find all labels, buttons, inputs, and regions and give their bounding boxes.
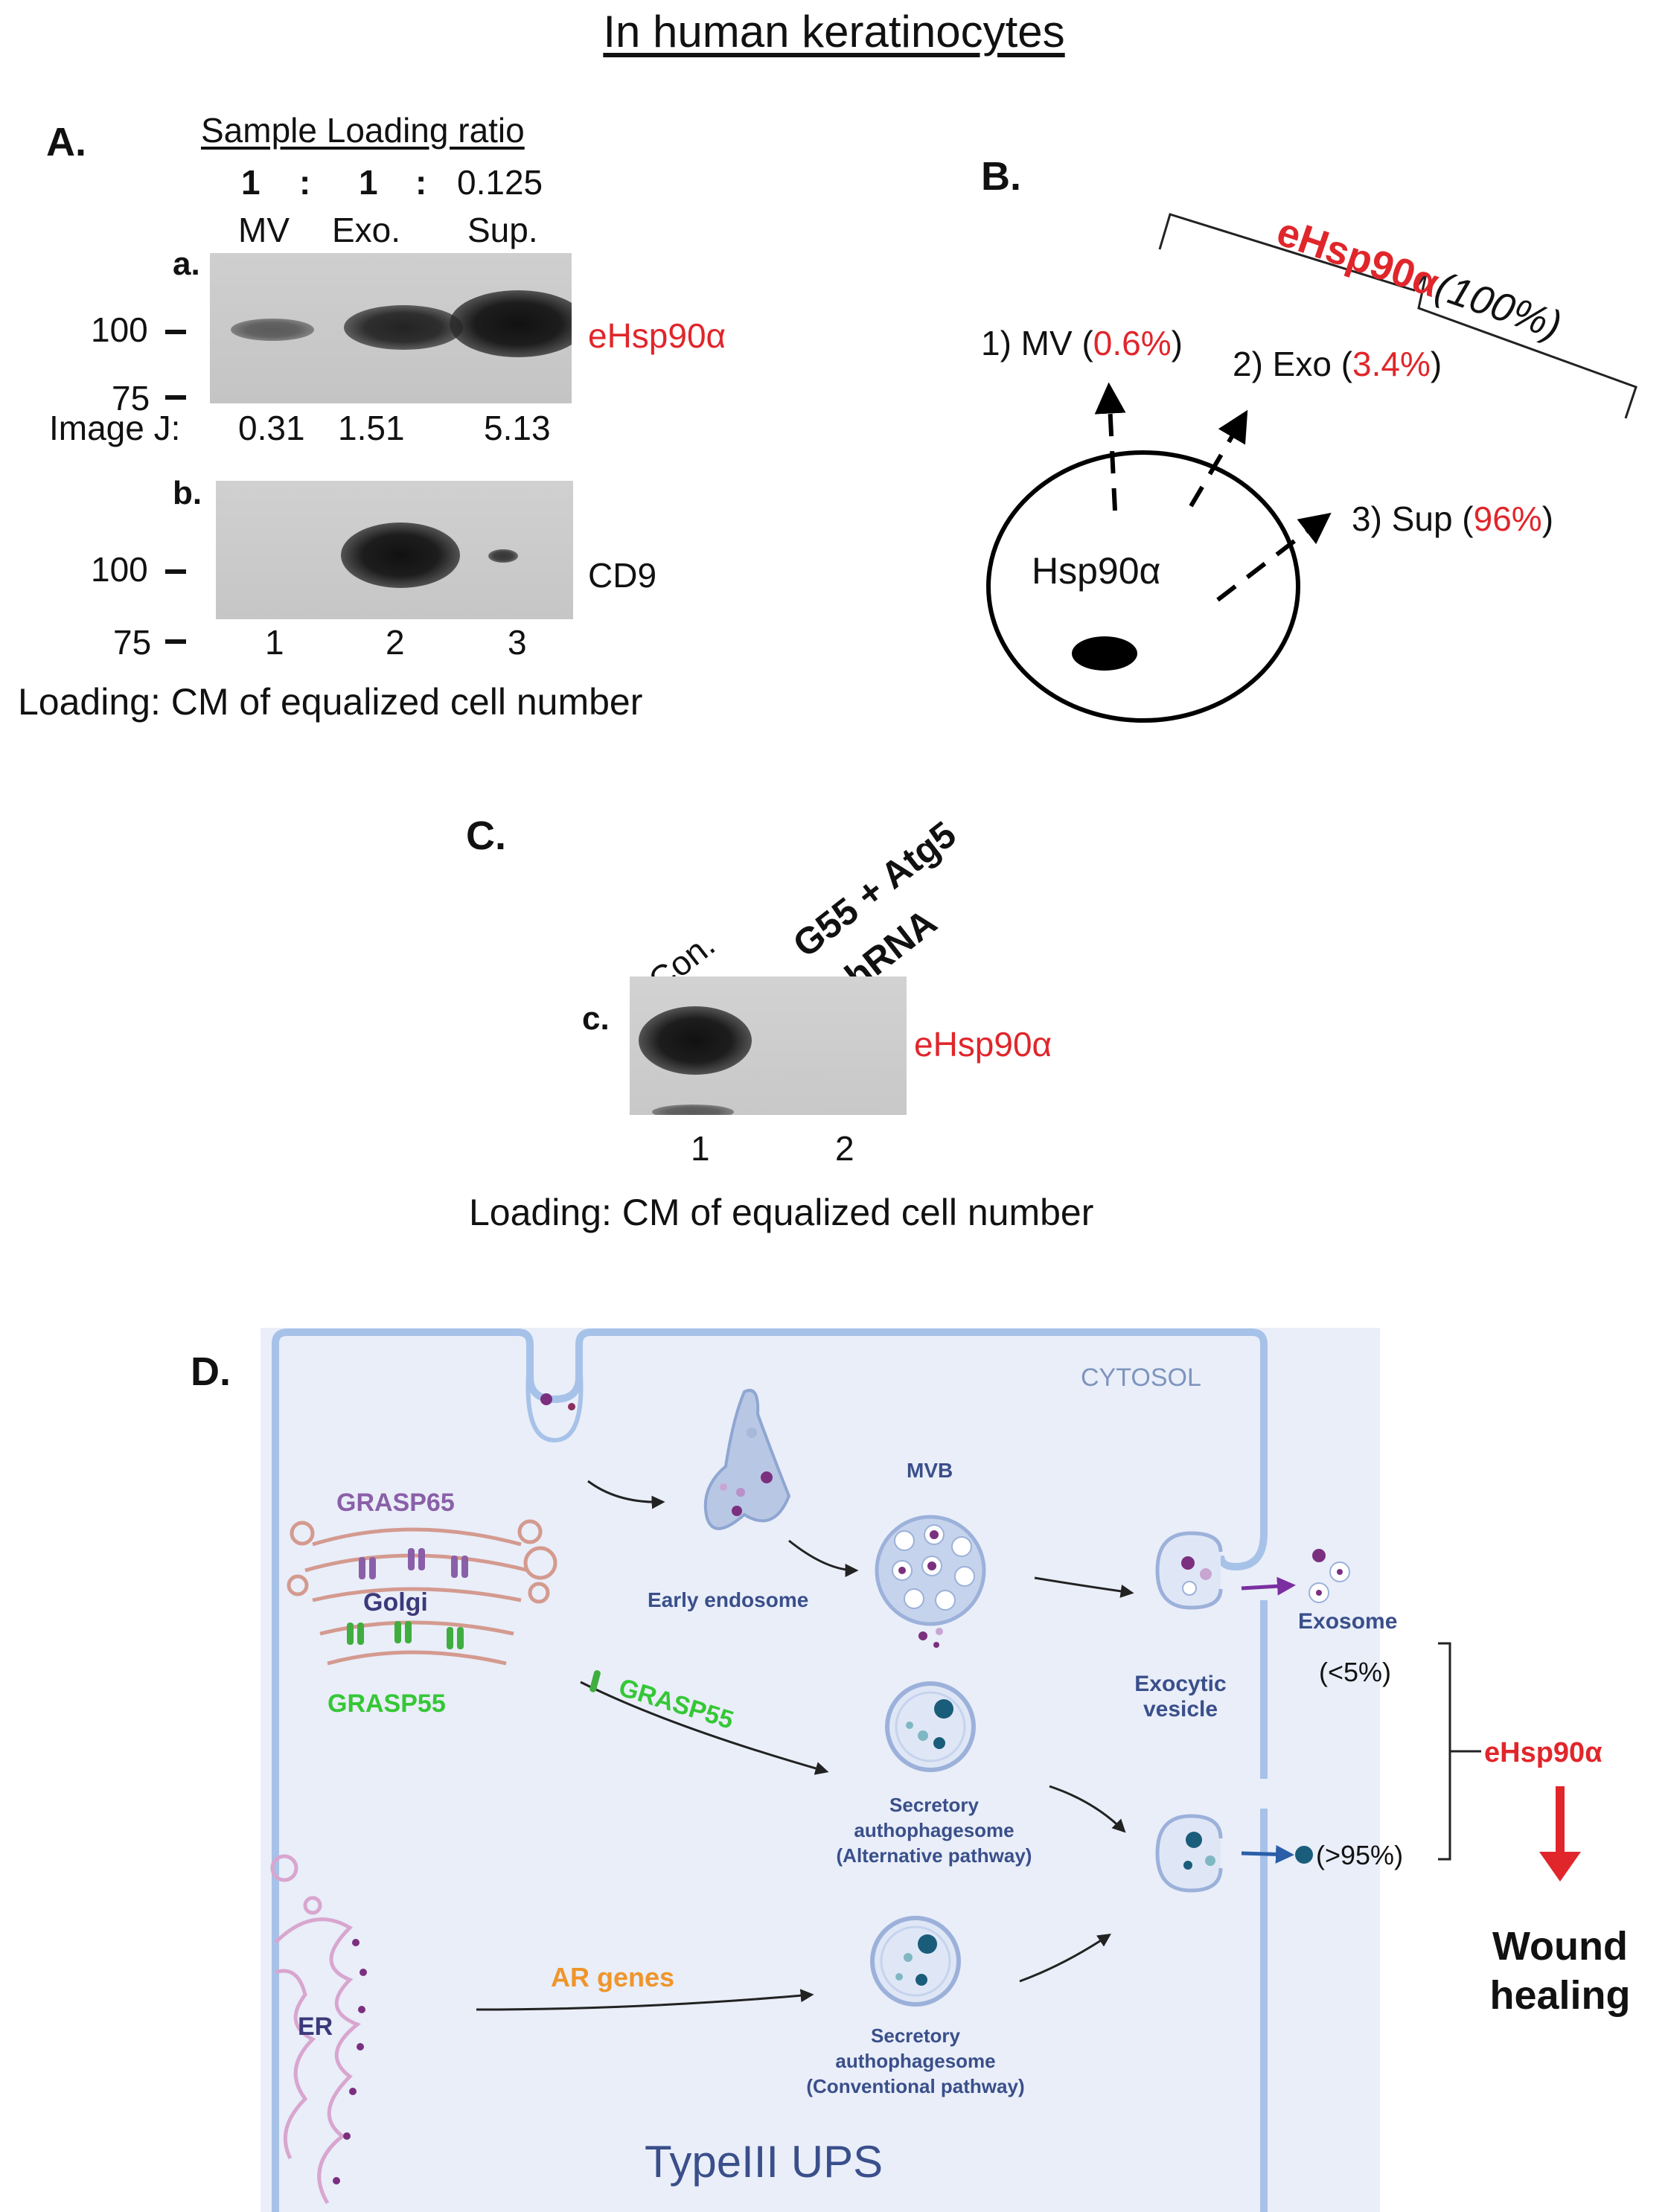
- lane-c-number-2: 2: [835, 1129, 854, 1168]
- cytosol-label: CYTOSOL: [1081, 1364, 1201, 1392]
- type-iii-ups-label: TypeIII UPS: [645, 2137, 883, 2187]
- mw-100-a-tick: [165, 330, 186, 334]
- western-blot-c: [630, 976, 907, 1115]
- blot-c-label: c.: [582, 1000, 610, 1037]
- imagej-value-1: 0.31: [238, 409, 305, 447]
- exocytic-line-2: vesicle: [1143, 1697, 1218, 1722]
- wound-healing-label: Wound healing: [1483, 1922, 1637, 2020]
- imagej-label: Image J:: [49, 409, 181, 447]
- lane-exo: Exo.: [332, 211, 401, 249]
- sec-alt-line-1: Secretory: [889, 1794, 979, 1816]
- mw-75-a-tick: [165, 395, 186, 400]
- sec-alt-line-3: (Alternative pathway): [836, 1844, 1032, 1867]
- cell-outline: [986, 450, 1300, 723]
- panel-a-loading-note: Loading: CM of equalized cell number: [18, 681, 643, 723]
- target-cd9: CD9: [588, 556, 657, 595]
- sec-autophagosome-alt-label: Secretory authophagesome (Alternative pa…: [826, 1792, 1042, 1868]
- exosome-label: Exosome: [1298, 1609, 1398, 1634]
- panel-a-label: A.: [46, 120, 86, 164]
- panel-c-loading-note: Loading: CM of equalized cell number: [469, 1192, 1094, 1233]
- exocytic-line-1: Exocytic: [1134, 1672, 1227, 1696]
- imagej-value-3: 5.13: [484, 409, 551, 447]
- lane-number-2: 2: [386, 623, 405, 662]
- band-c-lane1: [639, 1006, 752, 1075]
- band-b-lane2: [341, 522, 460, 588]
- sec-conv-line-2: authophagesome: [835, 2050, 996, 2072]
- route-exo: 2) Exo (3.4%): [1233, 345, 1442, 383]
- panel-d-label: D.: [191, 1349, 231, 1394]
- mw-100-a: 100: [91, 310, 148, 349]
- lane-mv: MV: [238, 211, 290, 249]
- cell-hsp90a-label: Hsp90α: [1032, 550, 1161, 592]
- mw-75-b: 75: [113, 623, 152, 662]
- er-label: ER: [298, 2013, 333, 2041]
- wound-line-2: healing: [1489, 1973, 1631, 2018]
- blot-a-label: a.: [173, 246, 200, 282]
- sec-autophagosome-conv-label: Secretory authophagesome (Conventional p…: [796, 2023, 1035, 2099]
- ratio-exo: 1: [359, 163, 378, 202]
- ratio-sup: 0.125: [457, 163, 543, 202]
- sec-conv-line-1: Secretory: [871, 2024, 960, 2047]
- ar-genes-label: AR genes: [551, 1962, 675, 1992]
- western-blot-a: [210, 253, 572, 403]
- gt95-label: (>95%): [1316, 1840, 1404, 1870]
- mvb-label: MVB: [907, 1459, 953, 1482]
- grasp65-label: GRASP65: [336, 1489, 455, 1517]
- lane-sup: Sup.: [467, 211, 538, 249]
- ratio-mv: 1: [241, 163, 261, 202]
- route-sup: 3) Sup (96%): [1352, 499, 1554, 538]
- panel-b-label: B.: [981, 154, 1021, 199]
- arrow-exo: [1189, 409, 1248, 508]
- band-c-lane1-lower: [652, 1105, 734, 1115]
- blot-b-label: b.: [173, 475, 202, 511]
- grasp55-label: GRASP55: [327, 1690, 446, 1718]
- ratio-sep-1: :: [299, 163, 311, 202]
- ratio-sep-2: :: [415, 163, 427, 202]
- exocytic-vesicle-label: Exocytic vesicle: [1130, 1672, 1231, 1722]
- band-a-lane1: [231, 319, 314, 341]
- arrow-mv: [1094, 382, 1126, 511]
- mw-100-b: 100: [91, 550, 148, 589]
- golgi-label: Golgi: [363, 1588, 428, 1617]
- loading-ratio-header: Sample Loading ratio: [201, 111, 525, 150]
- panel-c-label: C.: [466, 813, 506, 858]
- imagej-value-2: 1.51: [338, 409, 405, 447]
- early-endosome-shape: [703, 1389, 791, 1530]
- sec-conv-line-3: (Conventional pathway): [806, 2075, 1025, 2097]
- golgi-shape: [287, 1519, 557, 1666]
- western-blot-b: [216, 481, 573, 619]
- bracket-line: [1158, 213, 1637, 419]
- mw-100-b-tick: [165, 569, 186, 574]
- sec-alt-line-2: authophagesome: [854, 1819, 1014, 1841]
- er-shape: [270, 1854, 361, 2205]
- target-ehsp90a-c: eHsp90α: [914, 1025, 1052, 1064]
- route-mv: 1) MV (0.6%): [981, 324, 1183, 362]
- band-b-lane3: [488, 549, 518, 563]
- ehsp90a-d-label: eHsp90α: [1484, 1737, 1603, 1768]
- nucleus-shape: [1072, 636, 1137, 671]
- target-ehsp90a-a: eHsp90α: [588, 316, 726, 355]
- lt5-label: (<5%): [1319, 1657, 1392, 1687]
- lane-number-1: 1: [265, 623, 284, 662]
- mw-75-a: 75: [112, 379, 150, 418]
- lane-number-3: 3: [508, 623, 527, 662]
- early-endosome-label: Early endosome: [648, 1588, 809, 1611]
- band-a-lane3: [450, 290, 572, 357]
- arrow-sup: [1216, 512, 1332, 602]
- wound-line-1: Wound: [1492, 1924, 1628, 1969]
- lane-c-number-1: 1: [691, 1129, 710, 1168]
- figure-title: In human keratinocytes: [603, 7, 1065, 57]
- endocytic-pit: [525, 1354, 584, 1443]
- band-a-lane2: [344, 305, 463, 350]
- mw-75-b-tick: [165, 639, 186, 644]
